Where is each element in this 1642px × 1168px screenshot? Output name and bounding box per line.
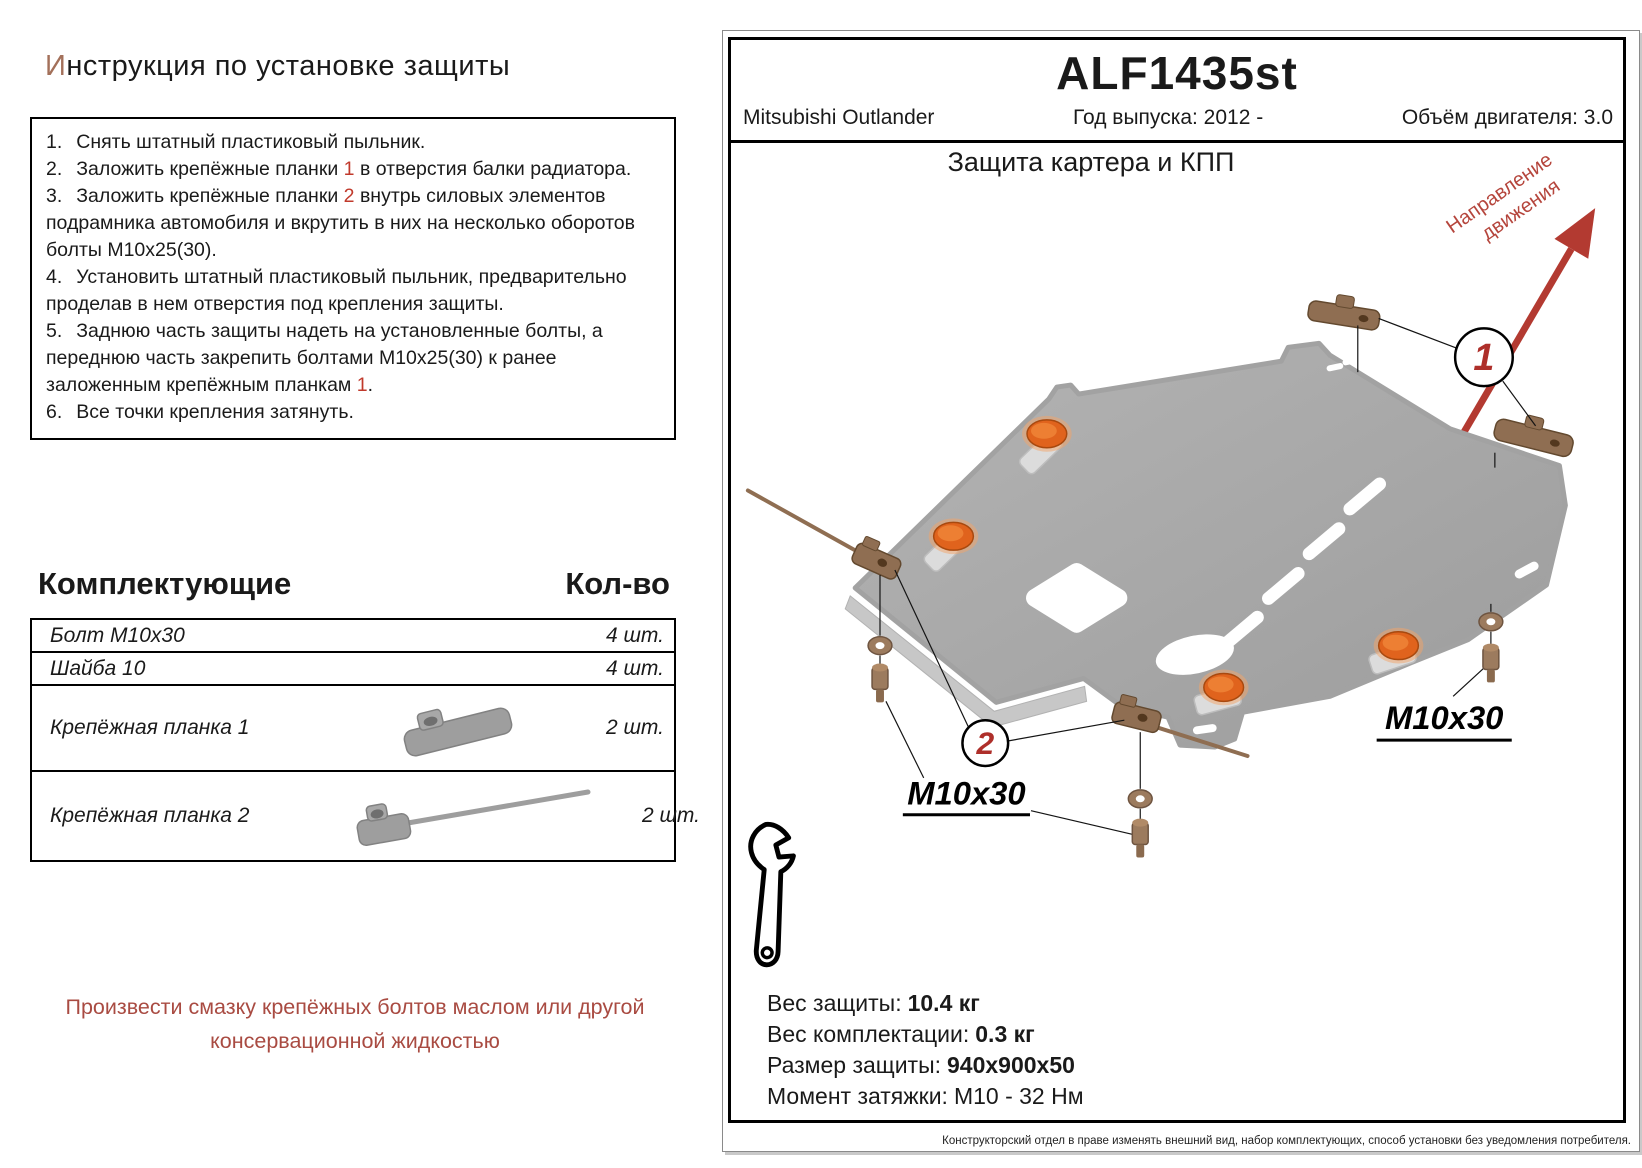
plate-flange	[844, 595, 1088, 728]
washer-bolt-center	[1127, 789, 1153, 858]
callout-1: 1	[1453, 327, 1514, 388]
orange-bolt	[1373, 627, 1424, 664]
assembly-lines	[879, 317, 1537, 836]
parts-table: Болт М10х30 4 шт. Шайба 10 4 шт. Крепёжн…	[30, 618, 700, 862]
page-title: Инструкция по установке защиты	[45, 50, 510, 83]
title-initial: И	[45, 50, 67, 82]
instruction-step: 6.Все точки крепления затянуть.	[46, 401, 354, 423]
product-code: ALF1435st	[1056, 47, 1298, 99]
bolt-size-label-left: M10x30	[902, 775, 1030, 817]
instruction-step: 1.Снять штатный пластиковый пыльник.	[46, 131, 426, 153]
part-qty: 2 шт.	[605, 716, 664, 739]
table-row: Шайба 10 4 шт.	[32, 653, 674, 686]
svg-text:M10x30: M10x30	[907, 775, 1025, 812]
lubrication-note: Произвести смазку крепёжных болтов масло…	[65, 995, 645, 1053]
part-qty: 2 шт.	[641, 804, 700, 827]
plate-oval-hole	[1155, 634, 1234, 675]
svg-text:M10x30: M10x30	[1385, 699, 1503, 736]
bracket-plate-1-image	[350, 696, 564, 760]
engine-label: Объём двигателя: 3.0	[1401, 106, 1613, 129]
callout-2: 2	[961, 718, 1010, 768]
title-rest: нструкция по установке защиты	[66, 50, 511, 82]
vehicle-name: Mitsubishi Outlander	[743, 106, 935, 129]
mount-plate-1-right	[1493, 414, 1574, 458]
mount-plate-1-top	[1307, 294, 1381, 331]
instruction-step: 4.Установить штатный пластиковый пыльник…	[46, 266, 627, 315]
spec-torque: Момент затяжки:М10 - 32 Нм	[767, 1083, 1084, 1109]
table-row: Крепёжная планка 2 2 шт.	[32, 772, 700, 860]
year-label: Год выпуска: 2012 -	[1073, 106, 1264, 129]
wrench-icon	[748, 821, 796, 968]
part-qty: 4 шт.	[605, 623, 664, 647]
washer-bolt-right	[1478, 612, 1504, 683]
part-name: Шайба 10	[50, 656, 146, 680]
orange-bolt	[928, 518, 979, 555]
parts-header-label: Комплектующие	[38, 566, 292, 601]
callout-1-number: 1	[1473, 337, 1494, 379]
instructions-box: 1.Снять штатный пластиковый пыльник. 2.З…	[30, 117, 676, 440]
panel-header: ALF1435st Mitsubishi Outlander Год выпус…	[731, 40, 1623, 143]
part-name: Крепёжная планка 2	[50, 804, 250, 827]
instruction-step: 3.Заложить крепёжные планки 2 внутрь сил…	[46, 185, 635, 261]
plate-vent-slots	[1221, 477, 1387, 649]
parts-table-header: Комплектующие Кол-во	[30, 566, 672, 602]
part-name: Крепёжная планка 1	[50, 716, 250, 739]
washer-bolt-left	[867, 635, 893, 703]
instruction-step: 5.Заднюю часть защиты надеть на установл…	[46, 320, 603, 396]
mount-plate-2-center	[1111, 694, 1250, 759]
direction-arrow: Направление движения	[1442, 149, 1596, 441]
table-row: Болт М10х30 4 шт.	[32, 620, 674, 653]
diagram-title: Защита картера и КПП	[947, 147, 1235, 177]
quantity-header-label: Кол-во	[565, 566, 670, 601]
panel-meta-row: Mitsubishi Outlander Год выпуска: 2012 -…	[743, 106, 1613, 130]
spec-sheet-panel: ALF1435st Mitsubishi Outlander Год выпус…	[722, 30, 1640, 1152]
spec-size: Размер защиты:940x900x50	[767, 1052, 1075, 1078]
spec-kit-weight: Вес комплектации:0.3 кг	[767, 1021, 1035, 1047]
spec-sheet-main: ALF1435st Mitsubishi Outlander Год выпус…	[728, 37, 1626, 1123]
part-qty: 4 шт.	[605, 656, 664, 680]
disclaimer-text: Конструкторский отдел в праве изменять в…	[942, 1135, 1631, 1147]
mount-plate-2-left	[745, 488, 902, 580]
orange-mount-bolts	[928, 415, 1424, 706]
plate-mount-slots	[1192, 357, 1539, 735]
spec-weight: Вес защиты:10.4 кг	[767, 990, 980, 1016]
callout-2-number: 2	[975, 725, 994, 761]
bracket-plate-2-image	[350, 778, 600, 854]
plate-square-hole	[1026, 563, 1128, 633]
bolt-size-label-right: M10x30	[1376, 699, 1512, 742]
instruction-step: 2.Заложить крепёжные планки 1 в отверсти…	[46, 158, 632, 180]
part-name: Болт М10х30	[50, 623, 185, 647]
installation-diagram: Направление движения	[745, 149, 1596, 968]
spec-list: Вес защиты:10.4 кг Вес комплектации:0.3 …	[767, 988, 1084, 1112]
orange-bolt	[1022, 415, 1072, 452]
orange-bolt	[1198, 669, 1249, 706]
table-row: Крепёжная планка 1 2 шт.	[32, 686, 674, 772]
